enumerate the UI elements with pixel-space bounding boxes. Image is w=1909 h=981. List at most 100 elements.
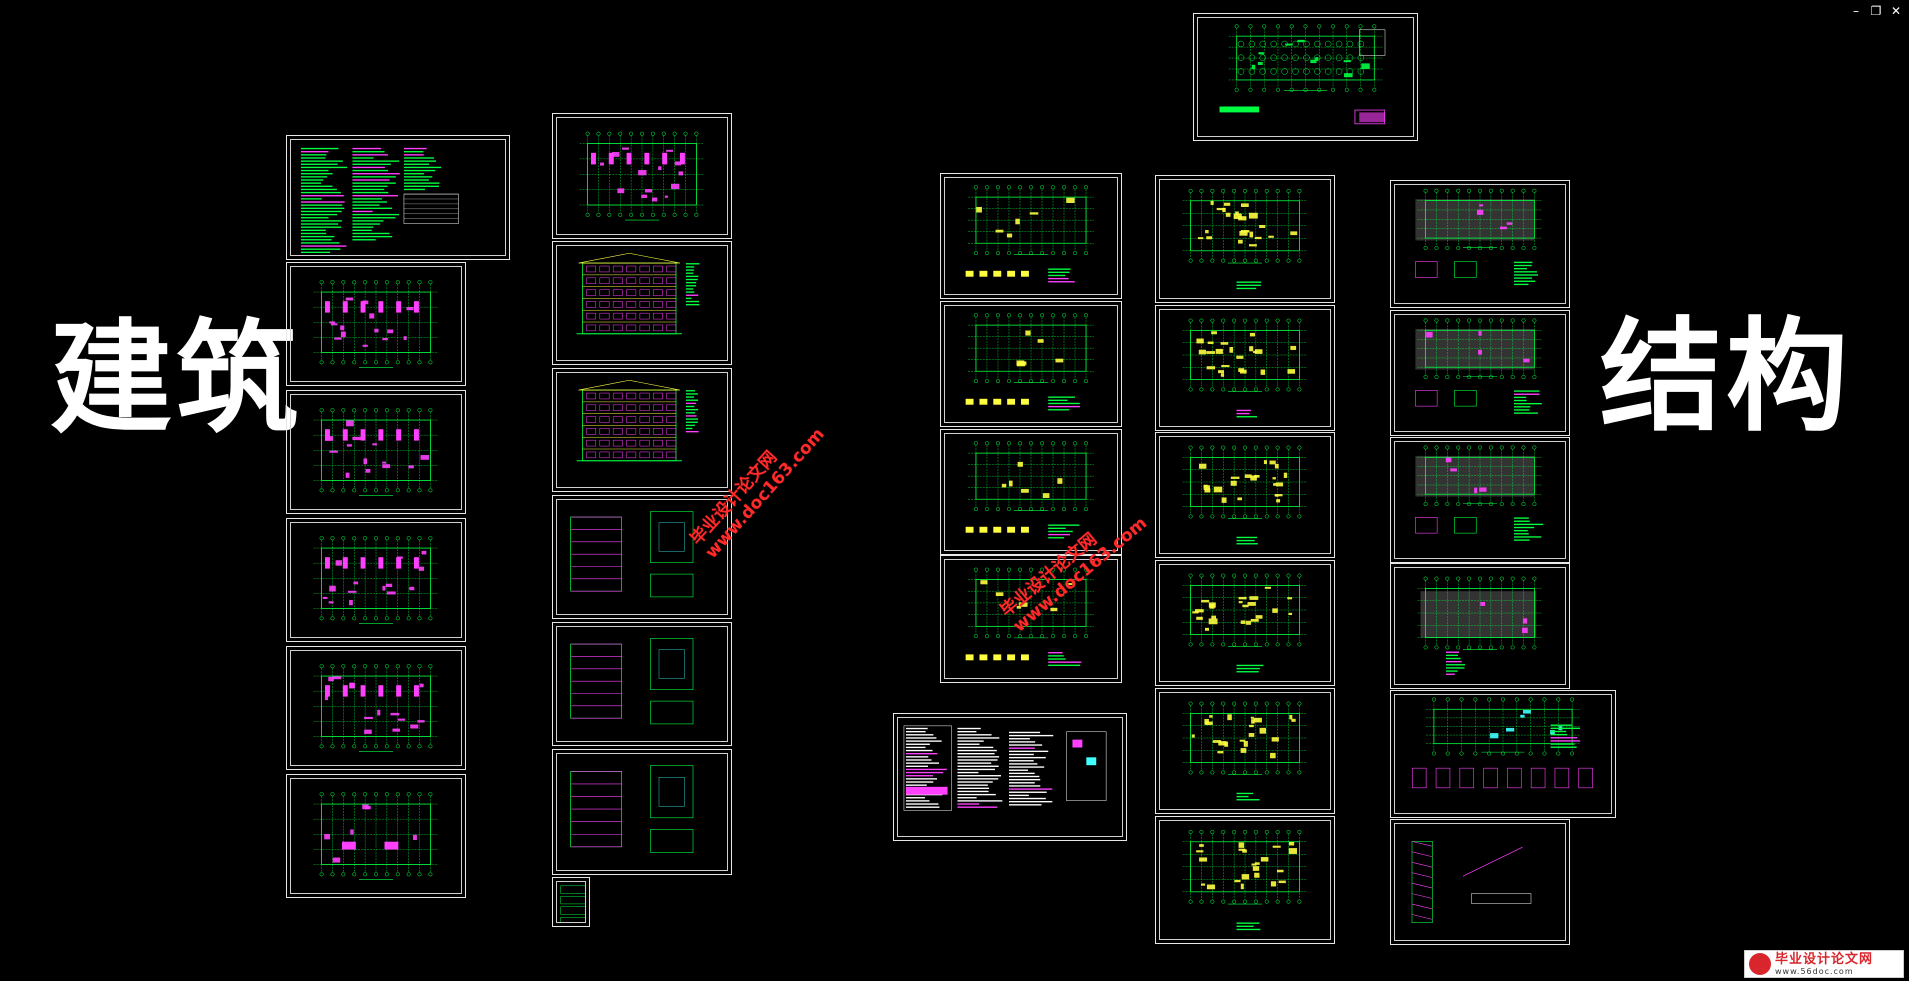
drawing-sheet[interactable] [552,241,732,365]
drawing-sheet-graphic [965,567,1094,667]
drawing-sheet-graphic [313,792,439,880]
drawing-sheet-graphic [1182,701,1308,801]
drawing-sheet-graphic [1415,188,1543,286]
drawing-sheet[interactable] [1155,175,1335,303]
drawing-sheet-content [1159,179,1331,299]
drawing-sheet[interactable] [1390,563,1570,689]
drawing-sheet-graphic [1411,697,1593,789]
drawing-sheet-content [290,266,462,382]
drawing-sheet-graphic [313,408,439,496]
drawing-sheet-content [1159,692,1331,810]
drawing-sheet[interactable] [940,555,1122,683]
drawing-sheet-content [556,626,728,742]
drawing-sheet[interactable] [940,429,1122,555]
drawing-sheet-content [944,559,1118,679]
drawing-sheet-content [556,117,728,235]
drawing-sheet-content [290,522,462,638]
logo-title: 毕业设计论文网 [1775,951,1874,967]
drawing-sheet-content [1197,17,1414,137]
drawing-sheet-graphic [1182,445,1308,545]
drawing-sheet[interactable] [286,135,510,260]
drawing-sheet[interactable] [552,368,732,492]
drawing-sheet-graphic [903,725,1107,811]
drawing-sheet-content [1394,314,1566,432]
drawing-sheet[interactable] [940,301,1122,427]
drawing-sheet-graphic [300,147,459,254]
drawing-sheet-graphic [313,536,439,624]
drawing-sheet[interactable] [1155,305,1335,431]
drawing-sheet-content [1159,309,1331,427]
drawing-sheet-graphic [965,313,1094,411]
drawing-sheet[interactable] [893,713,1127,841]
drawing-sheet-graphic [1182,318,1308,418]
drawing-sheet[interactable] [286,390,466,514]
drawing-sheet-content [1394,694,1612,814]
drawing-sheet[interactable] [552,622,732,746]
drawing-sheet[interactable] [1193,13,1418,141]
drawing-sheet-graphic [579,131,705,221]
drawing-sheet-content [944,305,1118,423]
drawing-sheet-graphic [1415,318,1543,414]
drawing-sheet-content [1394,567,1566,685]
drawing-sheet-content [556,372,728,488]
drawing-sheet[interactable] [552,877,590,927]
drawing-sheet-graphic [965,441,1094,539]
drawing-sheet-content [1394,184,1566,304]
drawing-sheet-content [1159,564,1331,682]
drawing-sheet-graphic [570,511,694,598]
drawing-sheet[interactable] [552,749,732,875]
drawing-sheet[interactable] [1390,180,1570,308]
drawing-sheet-content [944,177,1118,295]
drawing-sheet-content [897,717,1123,837]
drawing-sheet-graphic [560,885,585,922]
drawing-sheet-graphic [576,252,700,335]
drawing-sheet-content [556,753,728,871]
drawing-sheet-content [290,650,462,766]
drawing-sheet-content [290,139,506,256]
logo-url: www.56doc.com [1775,966,1854,976]
drawing-sheet-graphic [1415,445,1544,541]
drawing-sheet[interactable] [552,495,732,619]
drawing-sheet[interactable] [552,113,732,239]
drawing-sheet[interactable] [286,646,466,770]
drawing-sheet[interactable] [1155,688,1335,814]
drawing-sheet[interactable] [1390,690,1616,818]
drawing-sheet[interactable] [940,173,1122,299]
drawing-sheet[interactable] [1390,437,1570,563]
drawing-sheet-graphic [1182,829,1308,931]
drawing-sheet-content [1394,823,1566,941]
drawing-sheet-graphic [1182,188,1308,290]
drawing-sheet[interactable] [286,774,466,898]
logo-mark-icon [1749,953,1771,975]
drawing-sheet-content [944,433,1118,551]
restore-icon[interactable]: ❐ [1870,4,1882,18]
drawing-sheet[interactable] [286,262,466,386]
window-controls: – ❐ ✕ [1849,4,1903,18]
drawing-sheet[interactable] [1390,819,1570,945]
close-icon[interactable]: ✕ [1890,4,1902,18]
drawing-sheet-content [556,499,728,615]
drawing-sheet-graphic [313,280,439,368]
drawing-sheet-content [556,245,728,361]
drawing-sheet-graphic [965,185,1094,283]
drawing-sheet[interactable] [1155,816,1335,944]
drawing-sheet-graphic [1219,24,1386,125]
drawing-sheet-graphic [576,379,699,462]
drawing-sheet-graphic [570,638,694,725]
drawing-sheet[interactable] [1155,432,1335,558]
drawing-sheet-graphic [1417,576,1543,675]
drawing-sheet-content [290,778,462,894]
structure-label: 结构 [1600,306,1852,448]
drawing-sheet-content [1394,441,1566,559]
drawing-sheet-content [1159,820,1331,940]
drawing-sheet-graphic [1182,573,1308,673]
architecture-label: 建筑 [50,308,302,450]
drawing-sheet-content [556,881,586,923]
minimize-icon[interactable]: – [1853,4,1859,18]
drawing-sheet[interactable] [1390,310,1570,436]
drawing-sheet-graphic [1411,841,1532,923]
drawing-sheet[interactable] [1155,560,1335,686]
drawing-sheet-content [290,394,462,510]
drawing-sheet-graphic [313,664,439,752]
drawing-sheet[interactable] [286,518,466,642]
